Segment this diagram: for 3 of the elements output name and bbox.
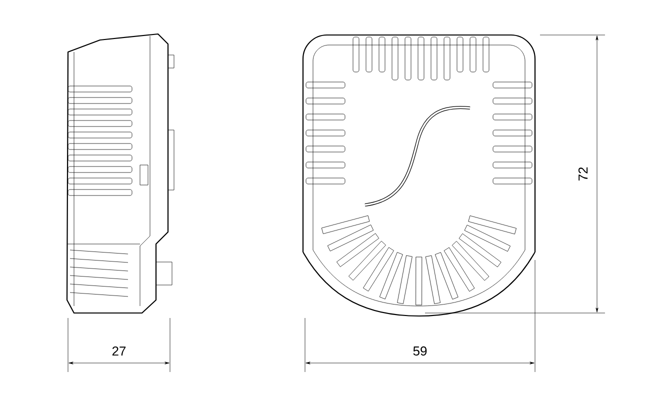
dimension-label: 72 (578, 167, 588, 181)
dimension-label: 27 (112, 346, 126, 356)
dimension-label: 59 (413, 346, 427, 356)
